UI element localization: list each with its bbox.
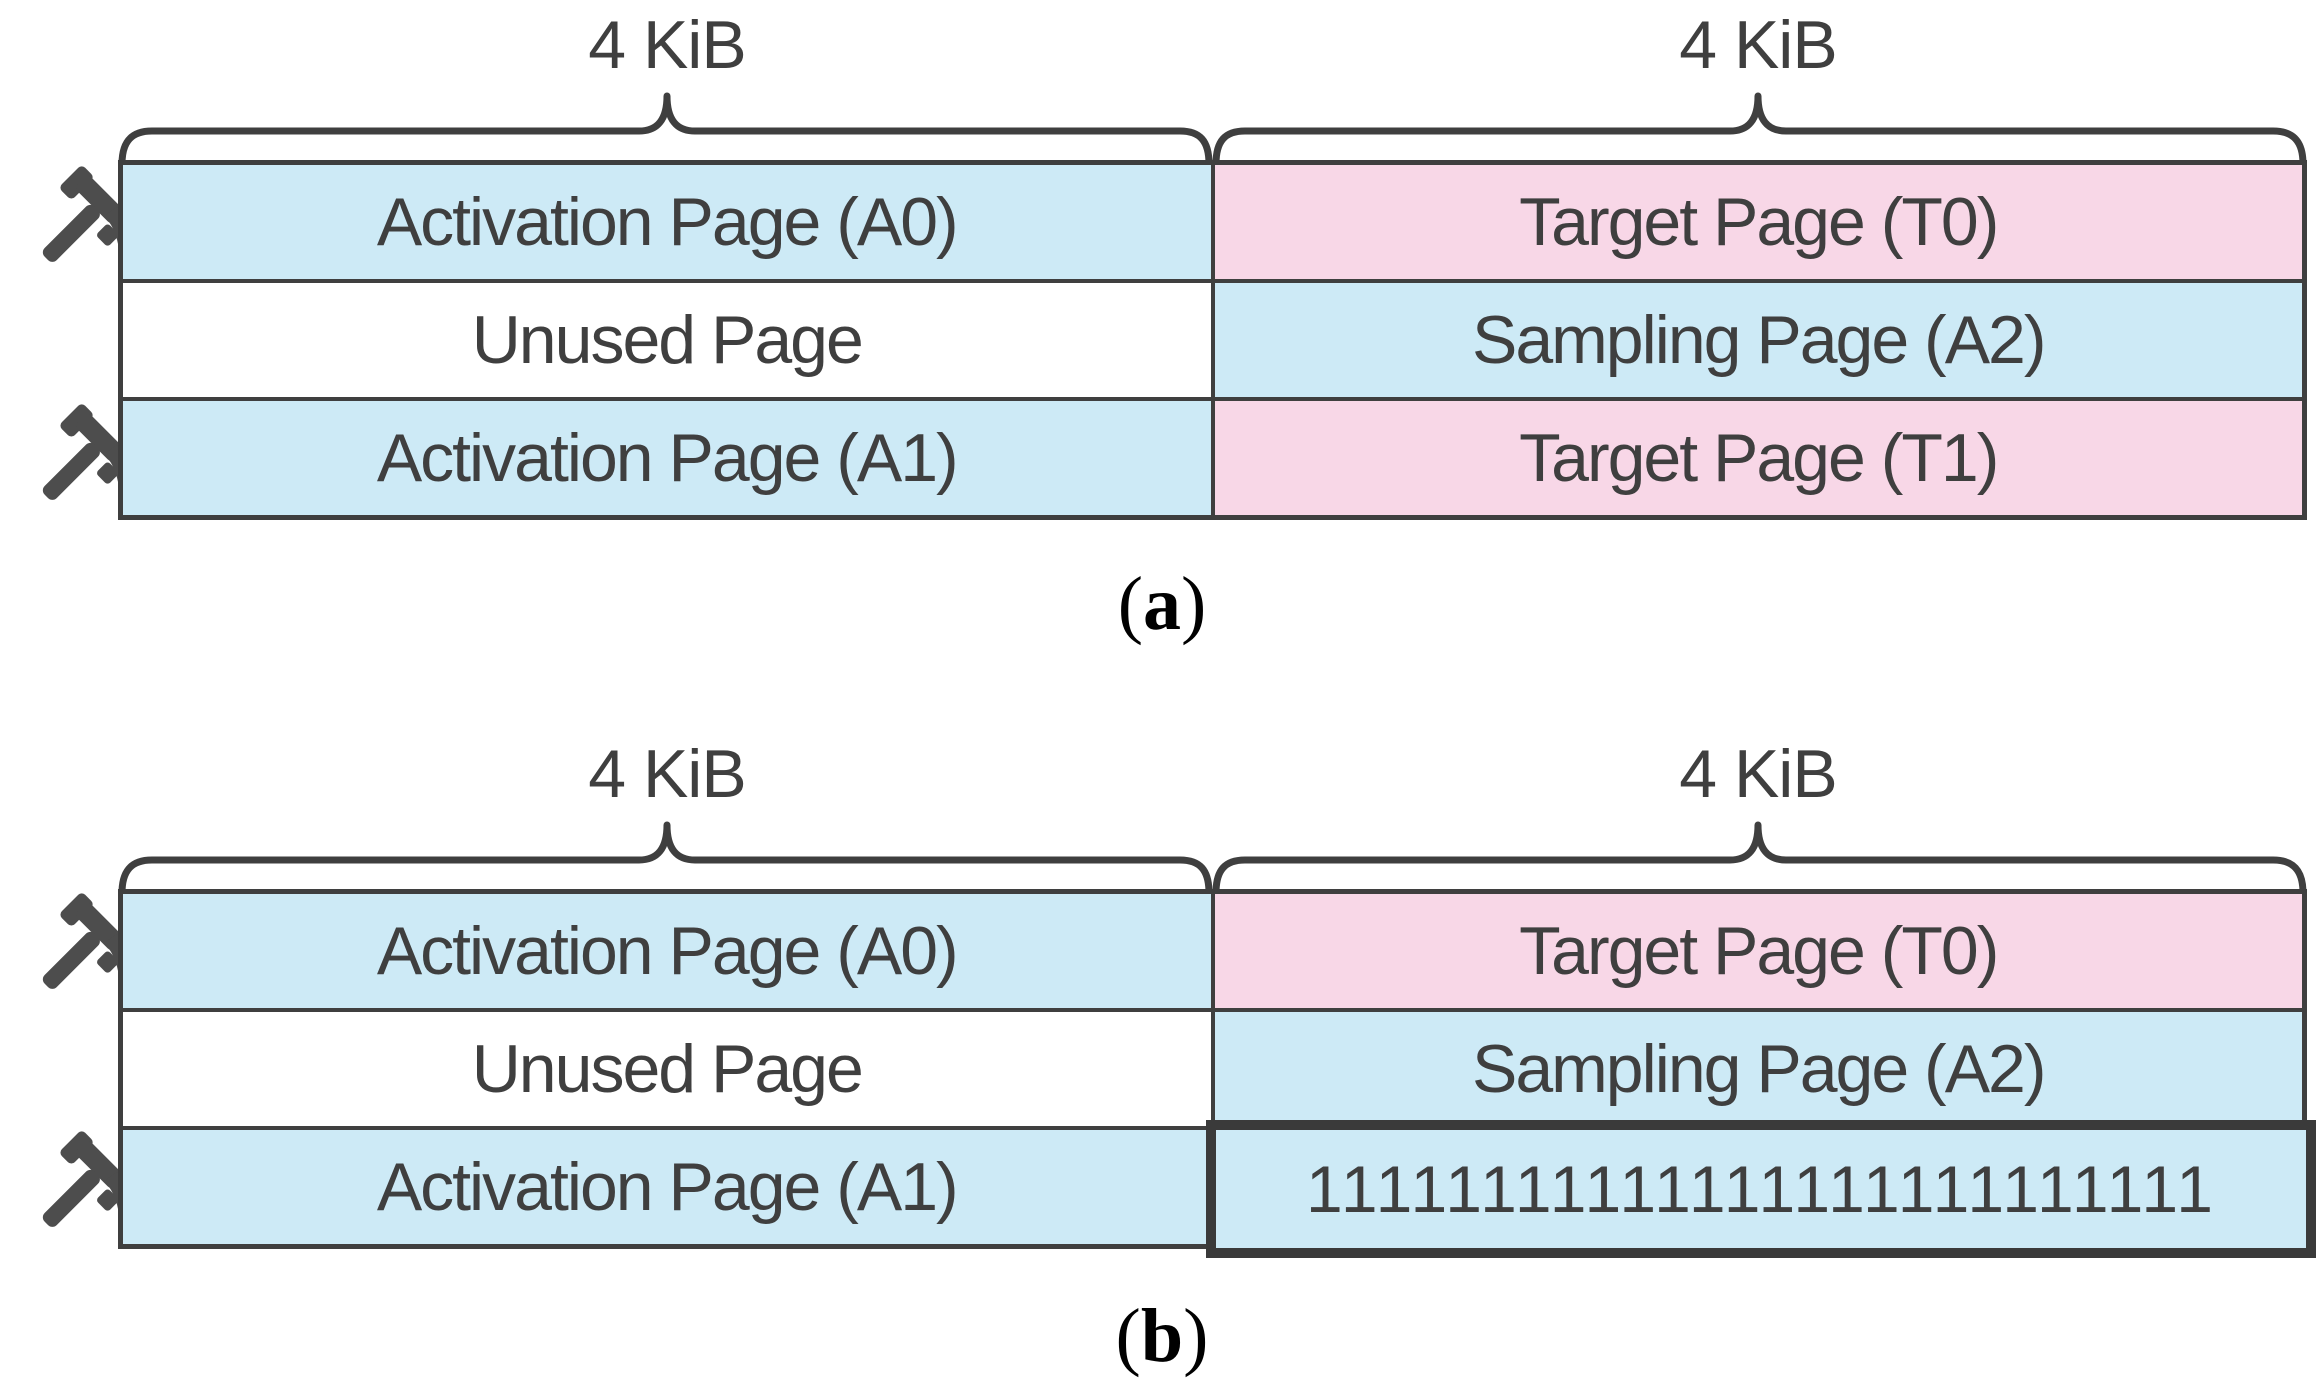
braces-a	[118, 92, 2307, 167]
page-table-a: Activation Page (A0) Target Page (T0) Un…	[118, 160, 2307, 520]
table-row: Activation Page (A0) Target Page (T0)	[123, 894, 2302, 1008]
caption-letter: a	[1143, 562, 1181, 646]
cell-activation-page-a0: Activation Page (A0)	[123, 165, 1215, 279]
cell-sampling-page-a2: Sampling Page (A2)	[1214, 1012, 2302, 1126]
size-label-left-b: 4 KiB	[588, 736, 747, 812]
caption-close-paren: )	[1181, 562, 1207, 646]
braces-b	[118, 821, 2307, 896]
cell-ones-data-pattern: 11111111111111111111111111	[1206, 1120, 2316, 1258]
caption-b: (b)	[0, 1292, 2324, 1380]
cell-unused-page: Unused Page	[123, 283, 1215, 397]
brace-left-icon	[118, 92, 1213, 167]
cell-target-page-t0: Target Page (T0)	[1214, 894, 2302, 1008]
table-row: Unused Page Sampling Page (A2)	[123, 1008, 2302, 1126]
hammer-icon	[42, 404, 124, 500]
cell-activation-page-a1: Activation Page (A1)	[123, 1130, 1215, 1244]
brace-left-icon	[118, 821, 1213, 896]
caption-open-paren: (	[1117, 562, 1143, 646]
cell-activation-page-a1: Activation Page (A1)	[123, 401, 1215, 515]
cell-activation-page-a0: Activation Page (A0)	[123, 894, 1215, 1008]
size-label-left-a: 4 KiB	[588, 7, 747, 83]
table-row: Activation Page (A1) Target Page (T1)	[123, 397, 2302, 515]
caption-close-paren: )	[1183, 1294, 1209, 1378]
brace-right-icon	[1212, 92, 2307, 167]
hammer-icon	[42, 1131, 124, 1227]
cell-target-page-t1: Target Page (T1)	[1214, 401, 2302, 515]
size-label-right-a: 4 KiB	[1679, 7, 1838, 83]
caption-letter: b	[1140, 1294, 1184, 1378]
brace-right-icon	[1212, 821, 2307, 896]
table-row: Unused Page Sampling Page (A2)	[123, 279, 2302, 397]
caption-open-paren: (	[1115, 1294, 1141, 1378]
cell-target-page-t0: Target Page (T0)	[1214, 165, 2302, 279]
size-label-right-b: 4 KiB	[1679, 736, 1838, 812]
cell-sampling-page-a2: Sampling Page (A2)	[1214, 283, 2302, 397]
caption-a: (a)	[0, 560, 2324, 648]
cell-unused-page: Unused Page	[123, 1012, 1215, 1126]
table-row: Activation Page (A0) Target Page (T0)	[123, 165, 2302, 279]
